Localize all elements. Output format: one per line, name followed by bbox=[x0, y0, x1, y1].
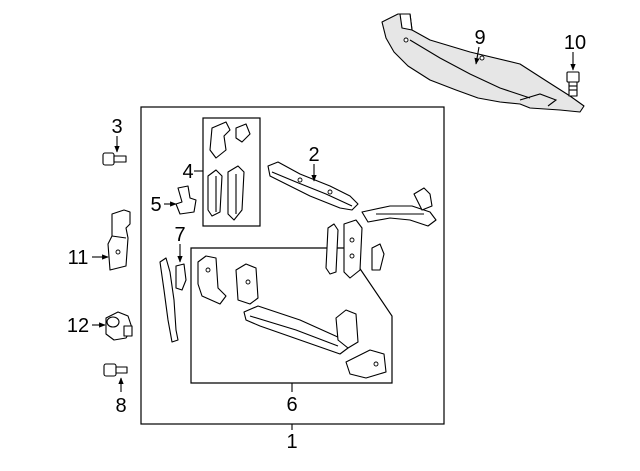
bracket-part-11 bbox=[107, 209, 131, 271]
callout-8: 8 bbox=[115, 395, 126, 417]
callout-4: 4 bbox=[182, 161, 193, 183]
upper-support-part-2 bbox=[267, 161, 359, 211]
callout-6: 6 bbox=[286, 394, 297, 416]
side-brace bbox=[361, 187, 437, 227]
subassembly-4-frame bbox=[202, 117, 261, 227]
callout-3: 3 bbox=[111, 116, 122, 138]
subassembly-6-frame bbox=[190, 247, 393, 384]
callout-12: 12 bbox=[67, 315, 89, 337]
bolt-part-10 bbox=[566, 71, 580, 97]
lower-support-set-part-6 bbox=[197, 255, 387, 379]
bolt-part-3 bbox=[102, 152, 127, 166]
callout-11: 11 bbox=[68, 247, 89, 269]
bracket-part-5 bbox=[175, 185, 197, 215]
bolt-part-8 bbox=[103, 363, 128, 377]
vertical-supports bbox=[325, 219, 385, 279]
callout-9: 9 bbox=[474, 27, 485, 49]
callout-5: 5 bbox=[150, 194, 161, 216]
callout-9-leader bbox=[474, 46, 480, 65]
support-part-7 bbox=[159, 257, 187, 343]
callout-2: 2 bbox=[308, 144, 319, 166]
callout-7: 7 bbox=[174, 224, 185, 246]
callout-1: 1 bbox=[286, 431, 297, 453]
callout-10: 10 bbox=[564, 32, 586, 54]
bracket-set-part-4 bbox=[207, 121, 251, 221]
assembly-frame bbox=[140, 106, 445, 425]
upper-cover-part-9 bbox=[381, 13, 585, 113]
sensor-part-12 bbox=[105, 311, 133, 341]
